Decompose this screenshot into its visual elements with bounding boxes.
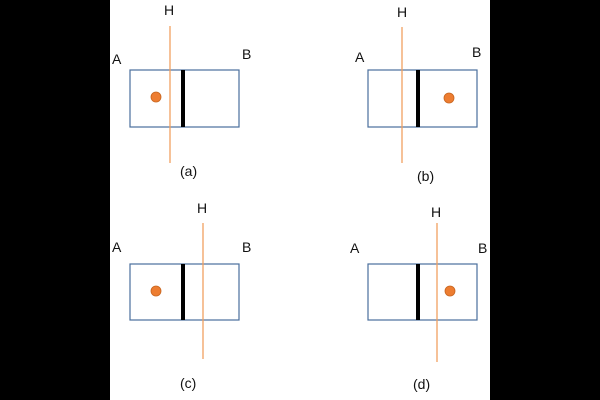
caption: (b) [417,168,434,184]
label-b: B [472,44,481,60]
label-h: H [431,204,441,220]
label-a: A [112,51,122,67]
particle-dot [443,92,455,104]
label-a: A [112,239,122,255]
panel-c: H A B (c) [112,200,251,391]
label-a: A [355,49,365,65]
label-b: B [242,46,251,62]
box [367,263,478,321]
particle-dot [150,91,162,103]
diagram-canvas: H A B (a) H A B (b) H A B (c) H A B (d) [110,0,490,400]
particle-dot [444,285,456,297]
label-b: B [242,239,251,255]
particle-dot [150,285,162,297]
panel-a: H A B (a) [112,2,251,179]
label-b: B [478,240,487,256]
label-a: A [350,240,360,256]
panel-d: H A B (d) [350,204,487,392]
label-h: H [197,200,207,216]
box [367,69,478,128]
panel-b: H A B (b) [355,4,481,184]
caption: (d) [413,376,430,392]
caption: (c) [180,375,196,391]
caption: (a) [180,163,197,179]
label-h: H [164,2,174,18]
label-h: H [397,4,407,20]
